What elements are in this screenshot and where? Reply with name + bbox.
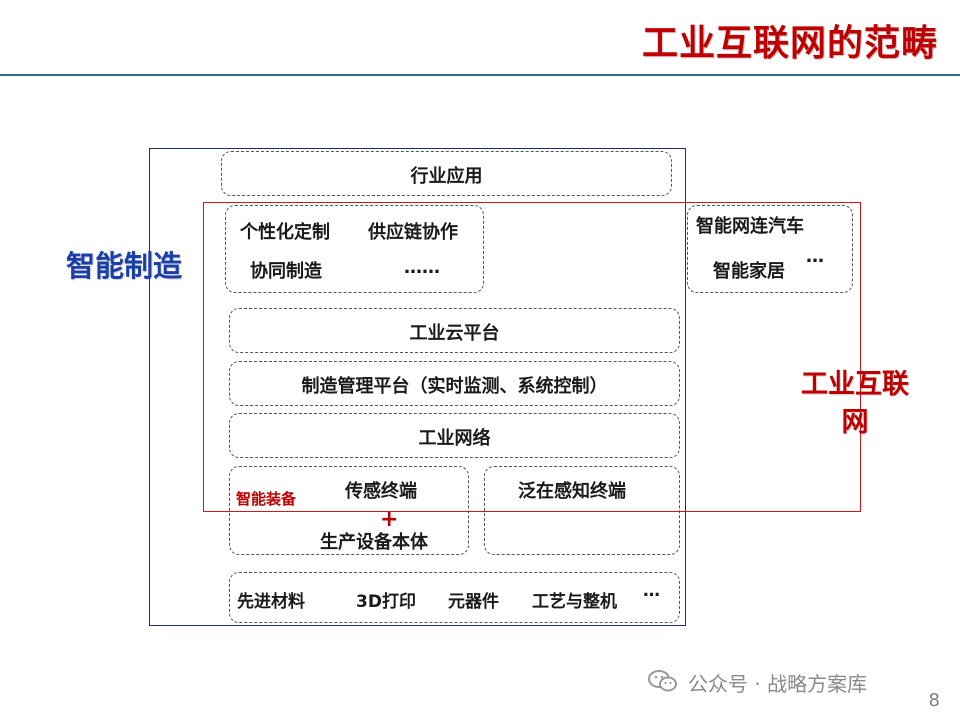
layer-manufacturing-management-label: 制造管理平台（实时监测、系统控制） xyxy=(301,376,608,397)
external-ellipsis: … xyxy=(806,246,824,267)
smart-equipment-label: 智能装备 xyxy=(236,490,297,508)
layer-industry-application-label: 行业应用 xyxy=(410,166,483,187)
layer-industry-application: 行业应用 xyxy=(221,151,672,196)
app-ellipsis: …… xyxy=(404,257,440,278)
layer-smart-equipment: 智能装备 传感终端 + 生产设备本体 xyxy=(229,466,469,555)
foundation-process-machines: 工艺与整机 xyxy=(532,592,617,612)
pervasive-sensing-label: 泛在感知终端 xyxy=(518,481,626,502)
industrial-internet-label-line2: 网 xyxy=(841,407,869,438)
foundation-3d-printing: 3D打印 xyxy=(356,592,416,612)
equipment-production-body: 生产设备本体 xyxy=(320,532,428,553)
external-connected-car: 智能网连汽车 xyxy=(696,216,804,237)
layer-industrial-network-label: 工业网络 xyxy=(418,428,491,449)
layer-pervasive-sensing: 泛在感知终端 xyxy=(484,466,680,555)
smart-manufacturing-frame xyxy=(149,148,686,626)
title-divider xyxy=(0,74,960,76)
app-supply-chain: 供应链协作 xyxy=(368,222,458,243)
plus-icon: + xyxy=(380,507,399,532)
industrial-internet-label: 工业互联 网 xyxy=(786,366,924,442)
foundation-materials: 先进材料 xyxy=(237,592,305,612)
app-collaborative: 协同制造 xyxy=(250,261,322,282)
layer-cloud-platform: 工业云平台 xyxy=(229,308,680,353)
foundation-components: 元器件 xyxy=(448,592,499,612)
layer-cloud-platform-label: 工业云平台 xyxy=(409,323,500,344)
external-smart-home: 智能家居 xyxy=(713,261,785,282)
watermark-text: 公众号 · 战略方案库 xyxy=(688,672,868,696)
equipment-sensor-terminal: 传感终端 xyxy=(345,481,417,502)
layer-industrial-network: 工业网络 xyxy=(229,413,680,458)
layer-foundation: 先进材料 3D打印 元器件 工艺与整机 … xyxy=(229,572,680,623)
industrial-internet-label-line1: 工业互联 xyxy=(801,369,909,400)
layer-manufacturing-management: 制造管理平台（实时监测、系统控制） xyxy=(229,361,680,406)
app-personalized: 个性化定制 xyxy=(240,222,330,243)
page-title: 工业互联网的范畴 xyxy=(641,23,938,64)
industrial-internet-frame xyxy=(203,202,861,512)
page-number: 8 xyxy=(928,690,940,711)
layer-applications: 个性化定制 供应链协作 协同制造 …… xyxy=(225,205,484,293)
foundation-ellipsis: … xyxy=(643,581,660,601)
smart-manufacturing-label: 智能制造 xyxy=(66,249,183,283)
layer-external-applications: 智能网连汽车 智能家居 … xyxy=(687,205,853,293)
wechat-icon xyxy=(648,670,677,692)
